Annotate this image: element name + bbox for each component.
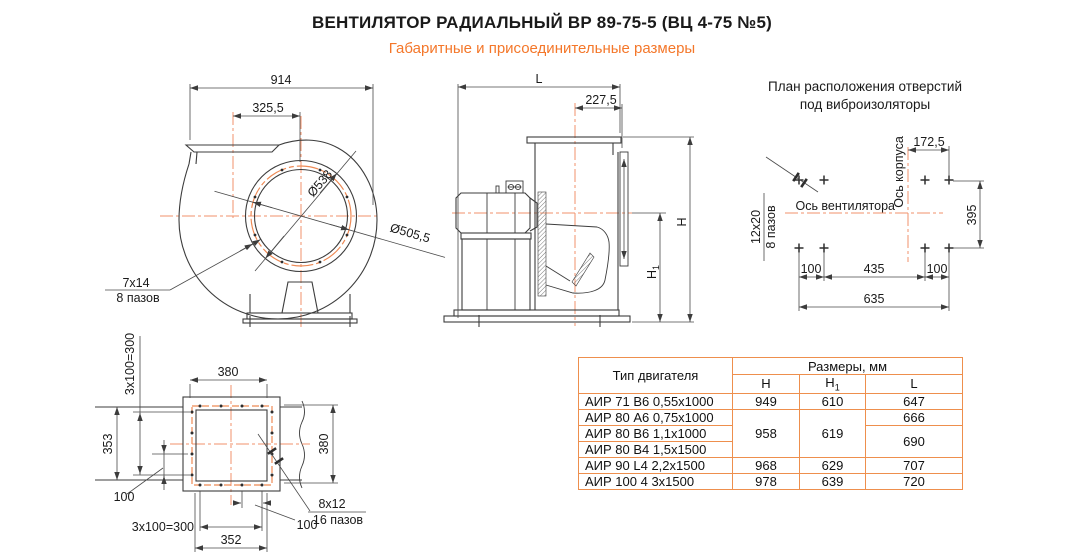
plan-slot-label: 12х20 8 пазов: [749, 193, 778, 261]
col-header-group: Размеры, мм: [732, 357, 963, 375]
plan-slot-size: 12х20: [749, 210, 763, 244]
flange-bolt-dots: [190, 404, 274, 487]
cell-h: 958: [732, 408, 800, 458]
cell-h1: 639: [799, 472, 866, 490]
cell-h1: 629: [799, 456, 866, 474]
fan-axis-label: Ось вентилятора: [795, 199, 895, 213]
dim-slot-size: 7х14: [122, 276, 149, 290]
cell-type: АИР 80 В4 1,5х1500: [578, 440, 733, 458]
cell-h1: 619: [799, 408, 866, 458]
cell-l: 647: [865, 392, 963, 410]
flange-slot-size: 8х12: [318, 497, 345, 511]
cell-h: 978: [732, 472, 800, 490]
holes-plan-title: План расположения отверстий под виброизо…: [742, 78, 988, 114]
dim-100-left: 100: [801, 262, 822, 276]
dim-635: 635: [864, 292, 885, 306]
col-header-h: H: [732, 374, 800, 394]
col-header-h1: H1: [799, 374, 866, 394]
dim-flange-diameter: Ø538: [305, 167, 335, 199]
front-view: 914 325,5 Ø538 Ø505,5 7х14 8 пазов: [105, 73, 446, 330]
dim-flange-top: 380: [218, 365, 239, 379]
dim-overall-width: 914: [271, 73, 292, 87]
motor-spec-table: Тип двигателя Размеры, мм H H1 L АИР 71 …: [578, 357, 963, 490]
page-title: ВЕНТИЛЯТОР РАДИАЛЬНЫЙ ВР 89-75-5 (ВЦ 4-7…: [311, 13, 772, 32]
dim-353: 353: [101, 434, 115, 455]
dim-length: L: [536, 72, 543, 86]
holes-plan-title-line2: под виброизоляторы: [799, 97, 931, 112]
cell-type: АИР 100 4 3х1500: [578, 472, 733, 490]
cell-h: 968: [732, 456, 800, 474]
flange-view: 380 3х100=300 353 380 100: [95, 333, 366, 552]
table-row: АИР 80 А6 0,75х1000 958 619 666: [578, 408, 963, 458]
dim-slot-count: 8 пазов: [116, 291, 160, 305]
table-row: АИР 71 В6 0,55х1000 949 610 647: [578, 392, 963, 410]
cell-type: АИР 71 В6 0,55х1000: [578, 392, 733, 410]
table-row: АИР 90 L4 2,2х1500 968 629 707: [578, 456, 963, 474]
dim-height: H: [675, 217, 689, 226]
cell-l: 666: [865, 408, 963, 426]
col-header-type: Тип двигателя: [578, 357, 733, 394]
cell-h1: 610: [799, 392, 866, 410]
dim-bolt-circle: Ø505,5: [388, 221, 431, 246]
col-header-l: L: [865, 374, 963, 394]
dim-172: 172,5: [913, 135, 944, 149]
cell-l: 707: [865, 456, 963, 474]
dim-outlet-offset: 227,5: [585, 93, 616, 107]
holes-plan-title-line1: План расположения отверстий: [767, 79, 962, 94]
cell-type: АИР 80 А6 0,75х1000: [578, 408, 733, 426]
cell-l: 690: [865, 424, 963, 458]
dim-pitch-left: 3х100=300: [123, 333, 137, 395]
holes-plan: 12х20 8 пазов Ось вентилятора Ось корпус…: [749, 135, 984, 311]
dim-435: 435: [864, 262, 885, 276]
table-row: АИР 80 В4 1,5х1500: [578, 440, 963, 458]
side-view: L 227,5 H H1: [443, 72, 694, 327]
table-row: АИР 100 4 3х1500 978 639 720: [578, 472, 963, 490]
cell-type: АИР 80 В6 1,1х1000: [578, 424, 733, 442]
cell-l: 720: [865, 472, 963, 490]
dim-100-right: 100: [927, 262, 948, 276]
page-subtitle: Габаритные и присоединительные размеры: [388, 40, 696, 57]
dim-outlet-to-axis: 325,5: [252, 101, 283, 115]
housing-axis-label: Ось корпуса: [892, 136, 906, 208]
cell-type: АИР 90 L4 2,2х1500: [578, 456, 733, 474]
dim-flange-right: 380: [317, 434, 331, 455]
dim-100-bottom: 100: [297, 518, 318, 532]
bolt-slot-dots: [253, 168, 349, 264]
dim-height1: H1: [645, 265, 661, 279]
dim-352: 352: [221, 533, 242, 547]
cell-h: 949: [732, 392, 800, 410]
table-row: АИР 80 В6 1,1х1000 690: [578, 424, 963, 458]
dim-100-left: 100: [114, 490, 135, 504]
hole-marks: [794, 175, 954, 253]
plan-slot-count: 8 пазов: [764, 205, 778, 249]
dim-pitch-bottom: 3х100=300: [132, 520, 194, 534]
flange-slot-count: 16 пазов: [313, 513, 363, 527]
dim-395: 395: [965, 205, 979, 226]
